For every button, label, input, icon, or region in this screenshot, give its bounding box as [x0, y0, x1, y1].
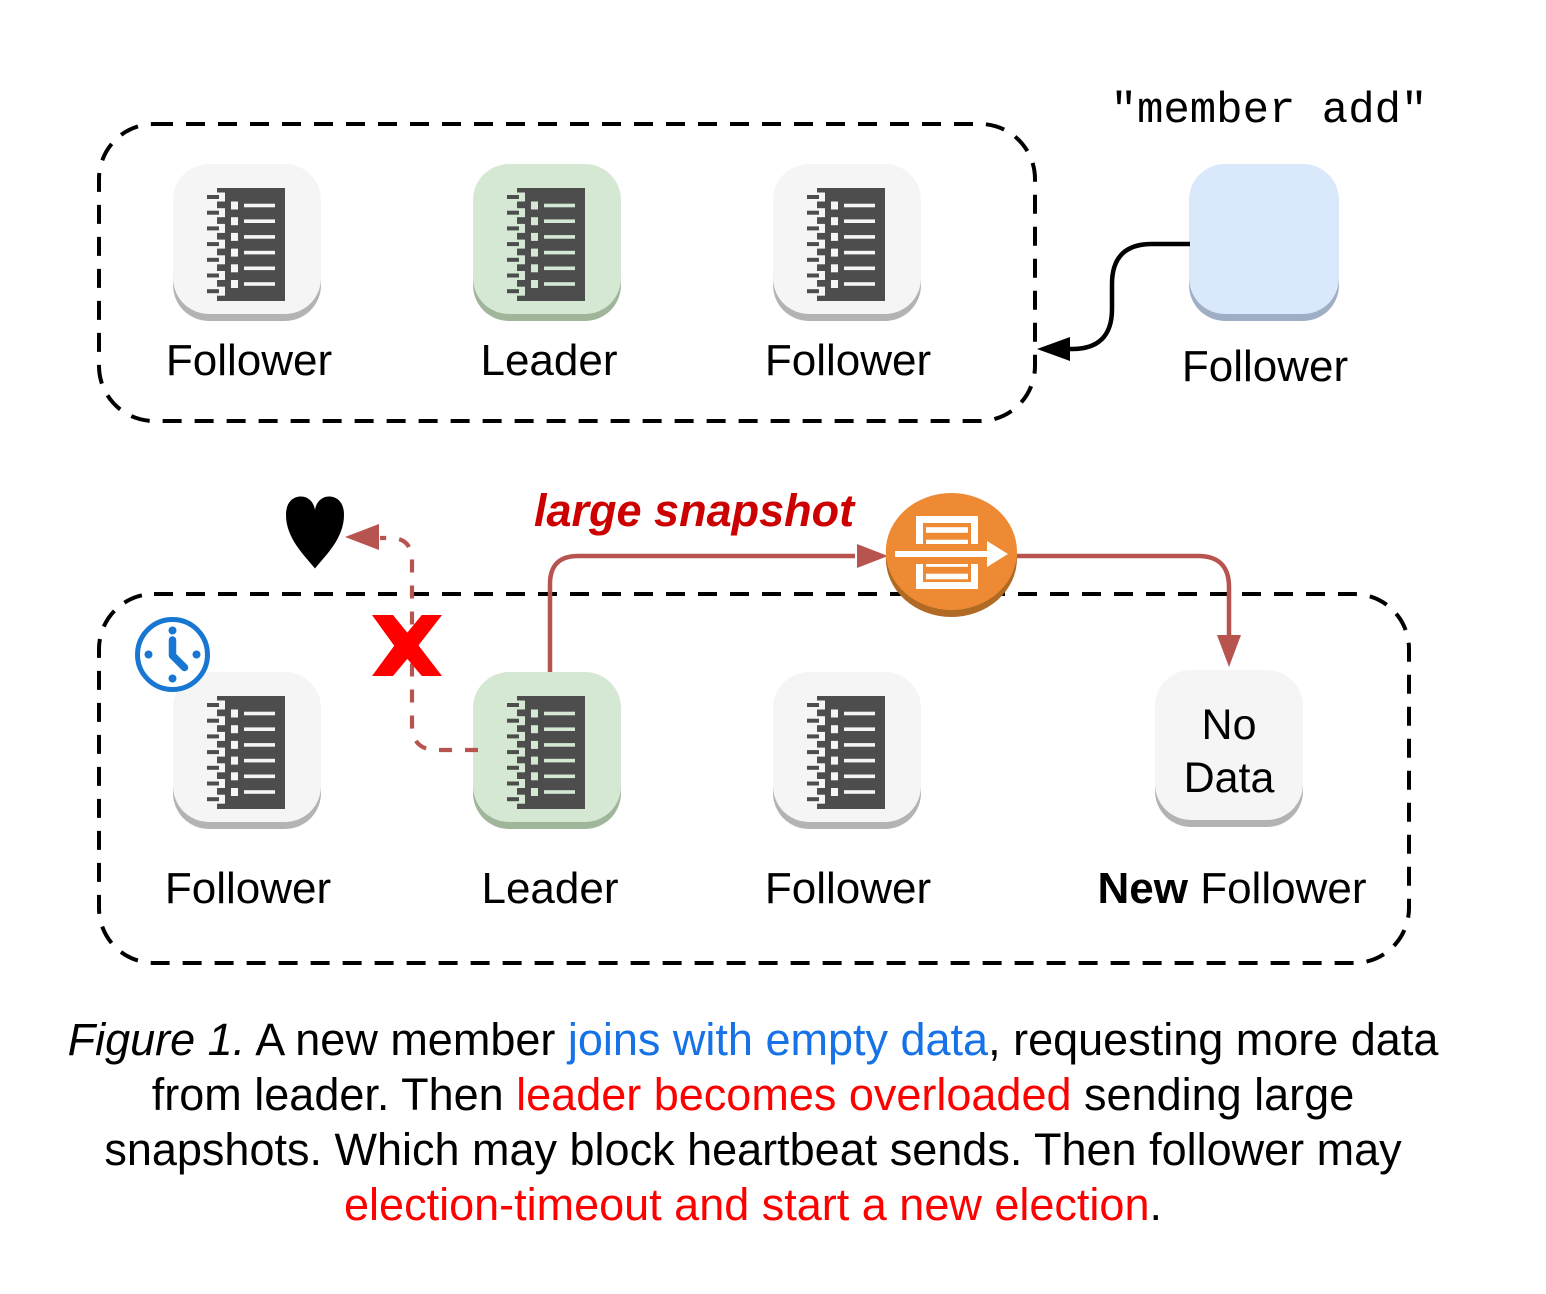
svg-text:No: No	[1202, 701, 1257, 749]
svg-text:New Follower: New Follower	[1098, 864, 1367, 913]
svg-text:Follower: Follower	[1182, 342, 1348, 391]
svg-text:"member add": "member add"	[1111, 86, 1428, 136]
svg-text:Data: Data	[1184, 754, 1275, 802]
svg-text:Leader: Leader	[481, 864, 618, 913]
svg-text:Follower: Follower	[166, 336, 332, 385]
svg-text:Leader: Leader	[480, 336, 617, 385]
svg-text:Follower: Follower	[765, 864, 931, 913]
svg-text:Follower: Follower	[765, 336, 931, 385]
svg-text:large snapshot: large snapshot	[534, 485, 856, 536]
svg-text:Follower: Follower	[165, 864, 331, 913]
